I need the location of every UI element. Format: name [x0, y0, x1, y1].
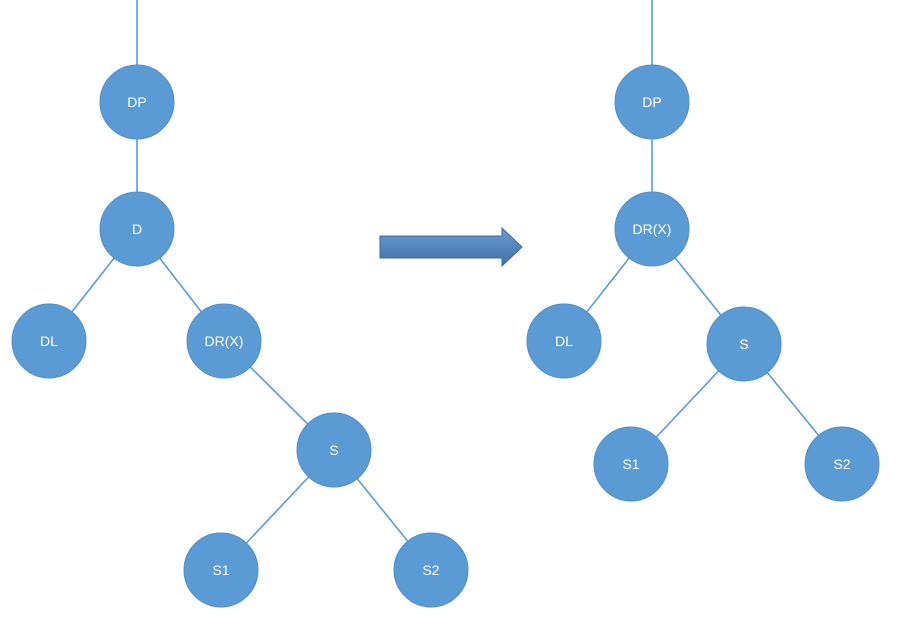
- before-node-s1: S1: [183, 532, 259, 608]
- node-circle: [183, 532, 259, 608]
- node-circle: [706, 306, 782, 382]
- node-label: DP: [642, 94, 661, 110]
- node-label: S1: [212, 562, 229, 578]
- node-circle: [526, 303, 602, 379]
- node-circle: [99, 64, 175, 140]
- after-node-dl: DL: [526, 303, 602, 379]
- node-label: D: [132, 221, 142, 237]
- before-node-dl: DL: [11, 303, 87, 379]
- node-label: S2: [422, 562, 439, 578]
- node-label: S: [329, 442, 338, 458]
- node-label: DL: [555, 333, 573, 349]
- node-circle: [593, 426, 669, 502]
- node-label: S1: [622, 456, 639, 472]
- node-circle: [11, 303, 87, 379]
- after-node-s: S: [706, 306, 782, 382]
- before-node-dp: DP: [99, 64, 175, 140]
- right-arrow-icon: [379, 226, 523, 268]
- node-circle: [804, 426, 880, 502]
- before-node-d: D: [99, 191, 175, 267]
- node-label: DP: [127, 94, 146, 110]
- before-node-s: S: [296, 412, 372, 488]
- node-label: DR(X): [205, 333, 244, 349]
- node-circle: [614, 64, 690, 140]
- after-node-s1: S1: [593, 426, 669, 502]
- node-circle: [614, 191, 690, 267]
- before-node-dr: DR(X): [186, 303, 262, 379]
- before-node-s2: S2: [393, 532, 469, 608]
- node-label: DL: [40, 333, 58, 349]
- node-circle: [393, 532, 469, 608]
- node-label: S: [739, 336, 748, 352]
- node-circle: [186, 303, 262, 379]
- after-node-s2: S2: [804, 426, 880, 502]
- node-label: DR(X): [633, 221, 672, 237]
- node-circle: [99, 191, 175, 267]
- after-node-dp: DP: [614, 64, 690, 140]
- node-label: S2: [833, 456, 850, 472]
- after-node-dr: DR(X): [614, 191, 690, 267]
- node-circle: [296, 412, 372, 488]
